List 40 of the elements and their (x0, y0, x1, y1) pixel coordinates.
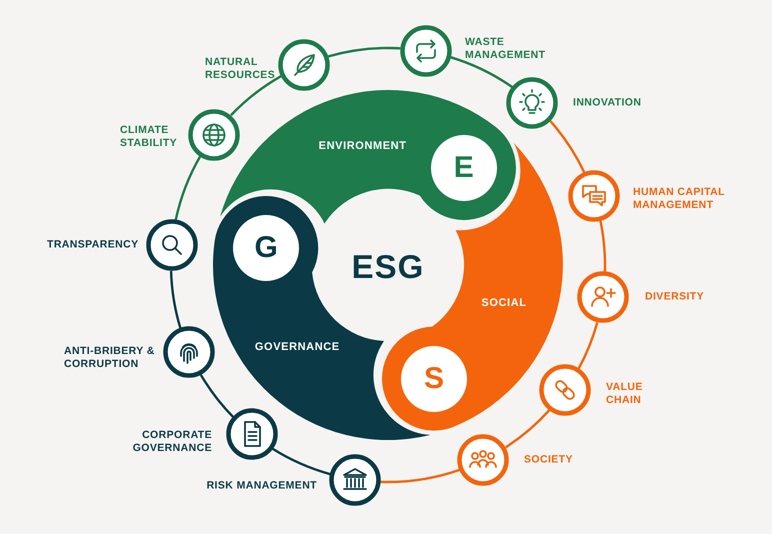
add-user-icon (576, 271, 629, 324)
feather-icon (278, 38, 330, 91)
ring-line (230, 75, 282, 116)
ring-line (380, 468, 460, 484)
category-label: WASTE MANAGEMENT (465, 36, 546, 62)
ring-line (272, 448, 331, 476)
category-label: TRANSPARENCY (47, 238, 140, 252)
segment-title: GOVERNANCE (254, 340, 340, 353)
ring-line (504, 409, 550, 448)
ring-line (200, 374, 234, 418)
bank-icon (329, 454, 382, 506)
chat-bubbles-icon (568, 170, 620, 222)
ring-line (170, 270, 182, 329)
people-icon (457, 434, 510, 486)
category-label: HUMAN CAPITAL MANAGEMENT (633, 186, 726, 212)
category-label: CORPORATE GOVERNANCE (132, 429, 212, 456)
category-label: INNOVATION (573, 96, 642, 110)
ring-line (549, 120, 586, 173)
category-label: DIVERSITY (645, 290, 706, 304)
segment-title: ENVIRONMENT (318, 140, 407, 152)
ring-line (450, 56, 513, 88)
link-icon (539, 364, 592, 416)
ring-line (328, 46, 400, 58)
repeat-icon (400, 25, 452, 78)
category-label: CLIMATE STABILITY (120, 124, 178, 150)
document-icon (226, 408, 278, 460)
search-icon (146, 219, 198, 272)
lightbulb-icon (506, 76, 558, 129)
hub-label: ESG (352, 248, 424, 286)
category-label: ANTI-BRIBERY & CORRUPTION (64, 345, 156, 372)
category-label: VALUE CHAIN (606, 381, 644, 408)
segment-title: SOCIAL (481, 296, 527, 309)
category-label: RISK MANAGEMENT (206, 479, 317, 492)
fingerprint-icon (163, 326, 216, 378)
category-label: SOCIETY (524, 453, 574, 466)
ring-line (578, 322, 598, 369)
ring-line (174, 155, 202, 220)
ring-line (599, 220, 606, 272)
globe-icon (188, 108, 240, 161)
category-label: NATURAL RESOURCES (205, 56, 276, 82)
